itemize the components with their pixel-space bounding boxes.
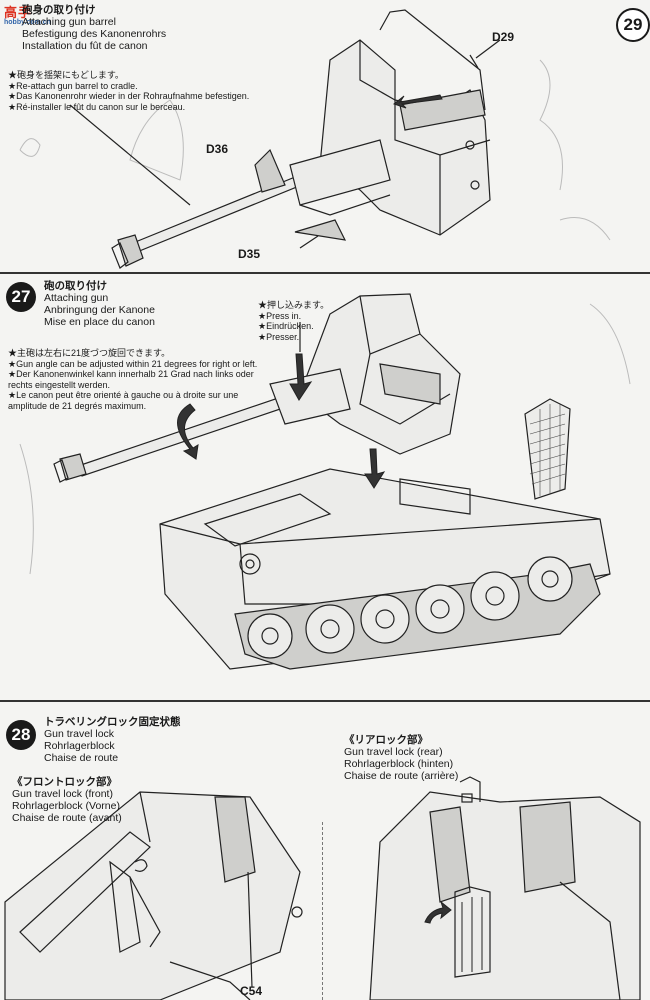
note-de: ★Der Kanonenwinkel kann innerhalb 21 Gra…	[8, 369, 254, 390]
note-jp: ★押し込みます。	[258, 300, 330, 310]
gun-mount-on-tank-illustration	[19, 293, 631, 670]
title-jp: 砲の取り付け	[44, 280, 107, 292]
panel-divider	[322, 822, 324, 1000]
step-28-title: トラベリングロック固定状態 Gun travel lock Rohrlagerb…	[44, 716, 181, 764]
rear-lock-fr: Chaise de route (arrière)	[344, 770, 459, 782]
title-de: Befestigung des Kanonenrohrs	[22, 28, 167, 40]
part-label-d36: D36	[206, 142, 229, 156]
note-fr: ★Ré-installer le fût du canon sur le ber…	[8, 101, 186, 112]
note-de: ★Eindrücken.	[258, 321, 314, 331]
title-de: Rohrlagerblock	[44, 740, 115, 752]
gun-barrel-illustration	[19, 9, 611, 269]
note-en: ★Press in.	[258, 310, 302, 321]
note-de: ★Das Kanonenrohr wieder in der Rohraufna…	[8, 91, 250, 101]
part-label-c54: C54	[240, 984, 263, 998]
rear-lock-jp: 《リアロック部》	[344, 734, 428, 746]
site-watermark: 高手 hobby.com.cn	[4, 5, 51, 26]
note-en: ★Gun angle can be adjusted within 21 deg…	[8, 358, 258, 369]
step-27-title: 砲の取り付け Attaching gun Anbringung der Kano…	[44, 280, 155, 328]
step-29-number: 29	[616, 8, 650, 42]
step-28-panel: 28 トラベリングロック固定状態 Gun travel lock Rohrlag…	[0, 702, 650, 1000]
front-lock-en: Gun travel lock (front)	[12, 788, 113, 800]
title-fr: Mise en place du canon	[44, 316, 155, 328]
title-en: Gun travel lock	[44, 728, 115, 740]
note-en: ★Re-attach gun barrel to cradle.	[8, 80, 138, 91]
rear-lock-de: Rohrlagerblock (hinten)	[344, 758, 454, 770]
step-28-number: 28	[6, 720, 36, 750]
title-en: Attaching gun barrel	[22, 16, 116, 28]
part-label-d29: D29	[492, 30, 515, 44]
gun-angle-note: ★主砲は左右に21度づつ旋回できます。 ★Gun angle can be ad…	[8, 348, 278, 411]
title-fr: Installation du fût de canon	[22, 40, 148, 52]
travel-lock-illustration	[4, 776, 641, 1000]
title-fr: Chaise de route	[44, 752, 119, 764]
part-label-d35: D35	[238, 247, 261, 261]
press-in-note: ★押し込みます。 ★Press in. ★Eindrücken. ★Presse…	[258, 300, 329, 342]
note-fr: ★Le canon peut être orienté à gauche ou …	[8, 390, 239, 411]
note-jp: ★主砲は左右に21度づつ旋回できます。	[8, 348, 171, 358]
note-fr: ★Presser.	[258, 331, 300, 342]
step-27-panel: 27 砲の取り付け Attaching gun Anbringung der K…	[0, 274, 650, 702]
step-27-number: 27	[6, 282, 36, 312]
title-jp: 砲身の取り付け	[22, 4, 96, 16]
front-lock-fr: Chaise de route (avant)	[12, 812, 122, 824]
title-jp: トラベリングロック固定状態	[44, 716, 181, 728]
step-26-note: ★砲身を揺架にもどします。 ★Re-attach gun barrel to c…	[8, 70, 308, 112]
front-lock-caption: 《フロントロック部》 Gun travel lock (front) Rohrl…	[12, 776, 122, 824]
title-de: Anbringung der Kanone	[44, 304, 155, 316]
front-lock-jp: 《フロントロック部》	[12, 776, 117, 788]
rear-lock-caption: 《リアロック部》 Gun travel lock (rear) Rohrlage…	[344, 734, 458, 782]
step-26-panel: 砲身の取り付け Attaching gun barrel Befestigung…	[0, 0, 650, 274]
note-jp: ★砲身を揺架にもどします。	[8, 70, 124, 80]
rear-lock-en: Gun travel lock (rear)	[344, 746, 443, 758]
front-lock-de: Rohrlagerblock (Vorne)	[12, 800, 120, 812]
step-26-title: 砲身の取り付け Attaching gun barrel Befestigung…	[22, 4, 166, 52]
title-en: Attaching gun	[44, 292, 109, 304]
